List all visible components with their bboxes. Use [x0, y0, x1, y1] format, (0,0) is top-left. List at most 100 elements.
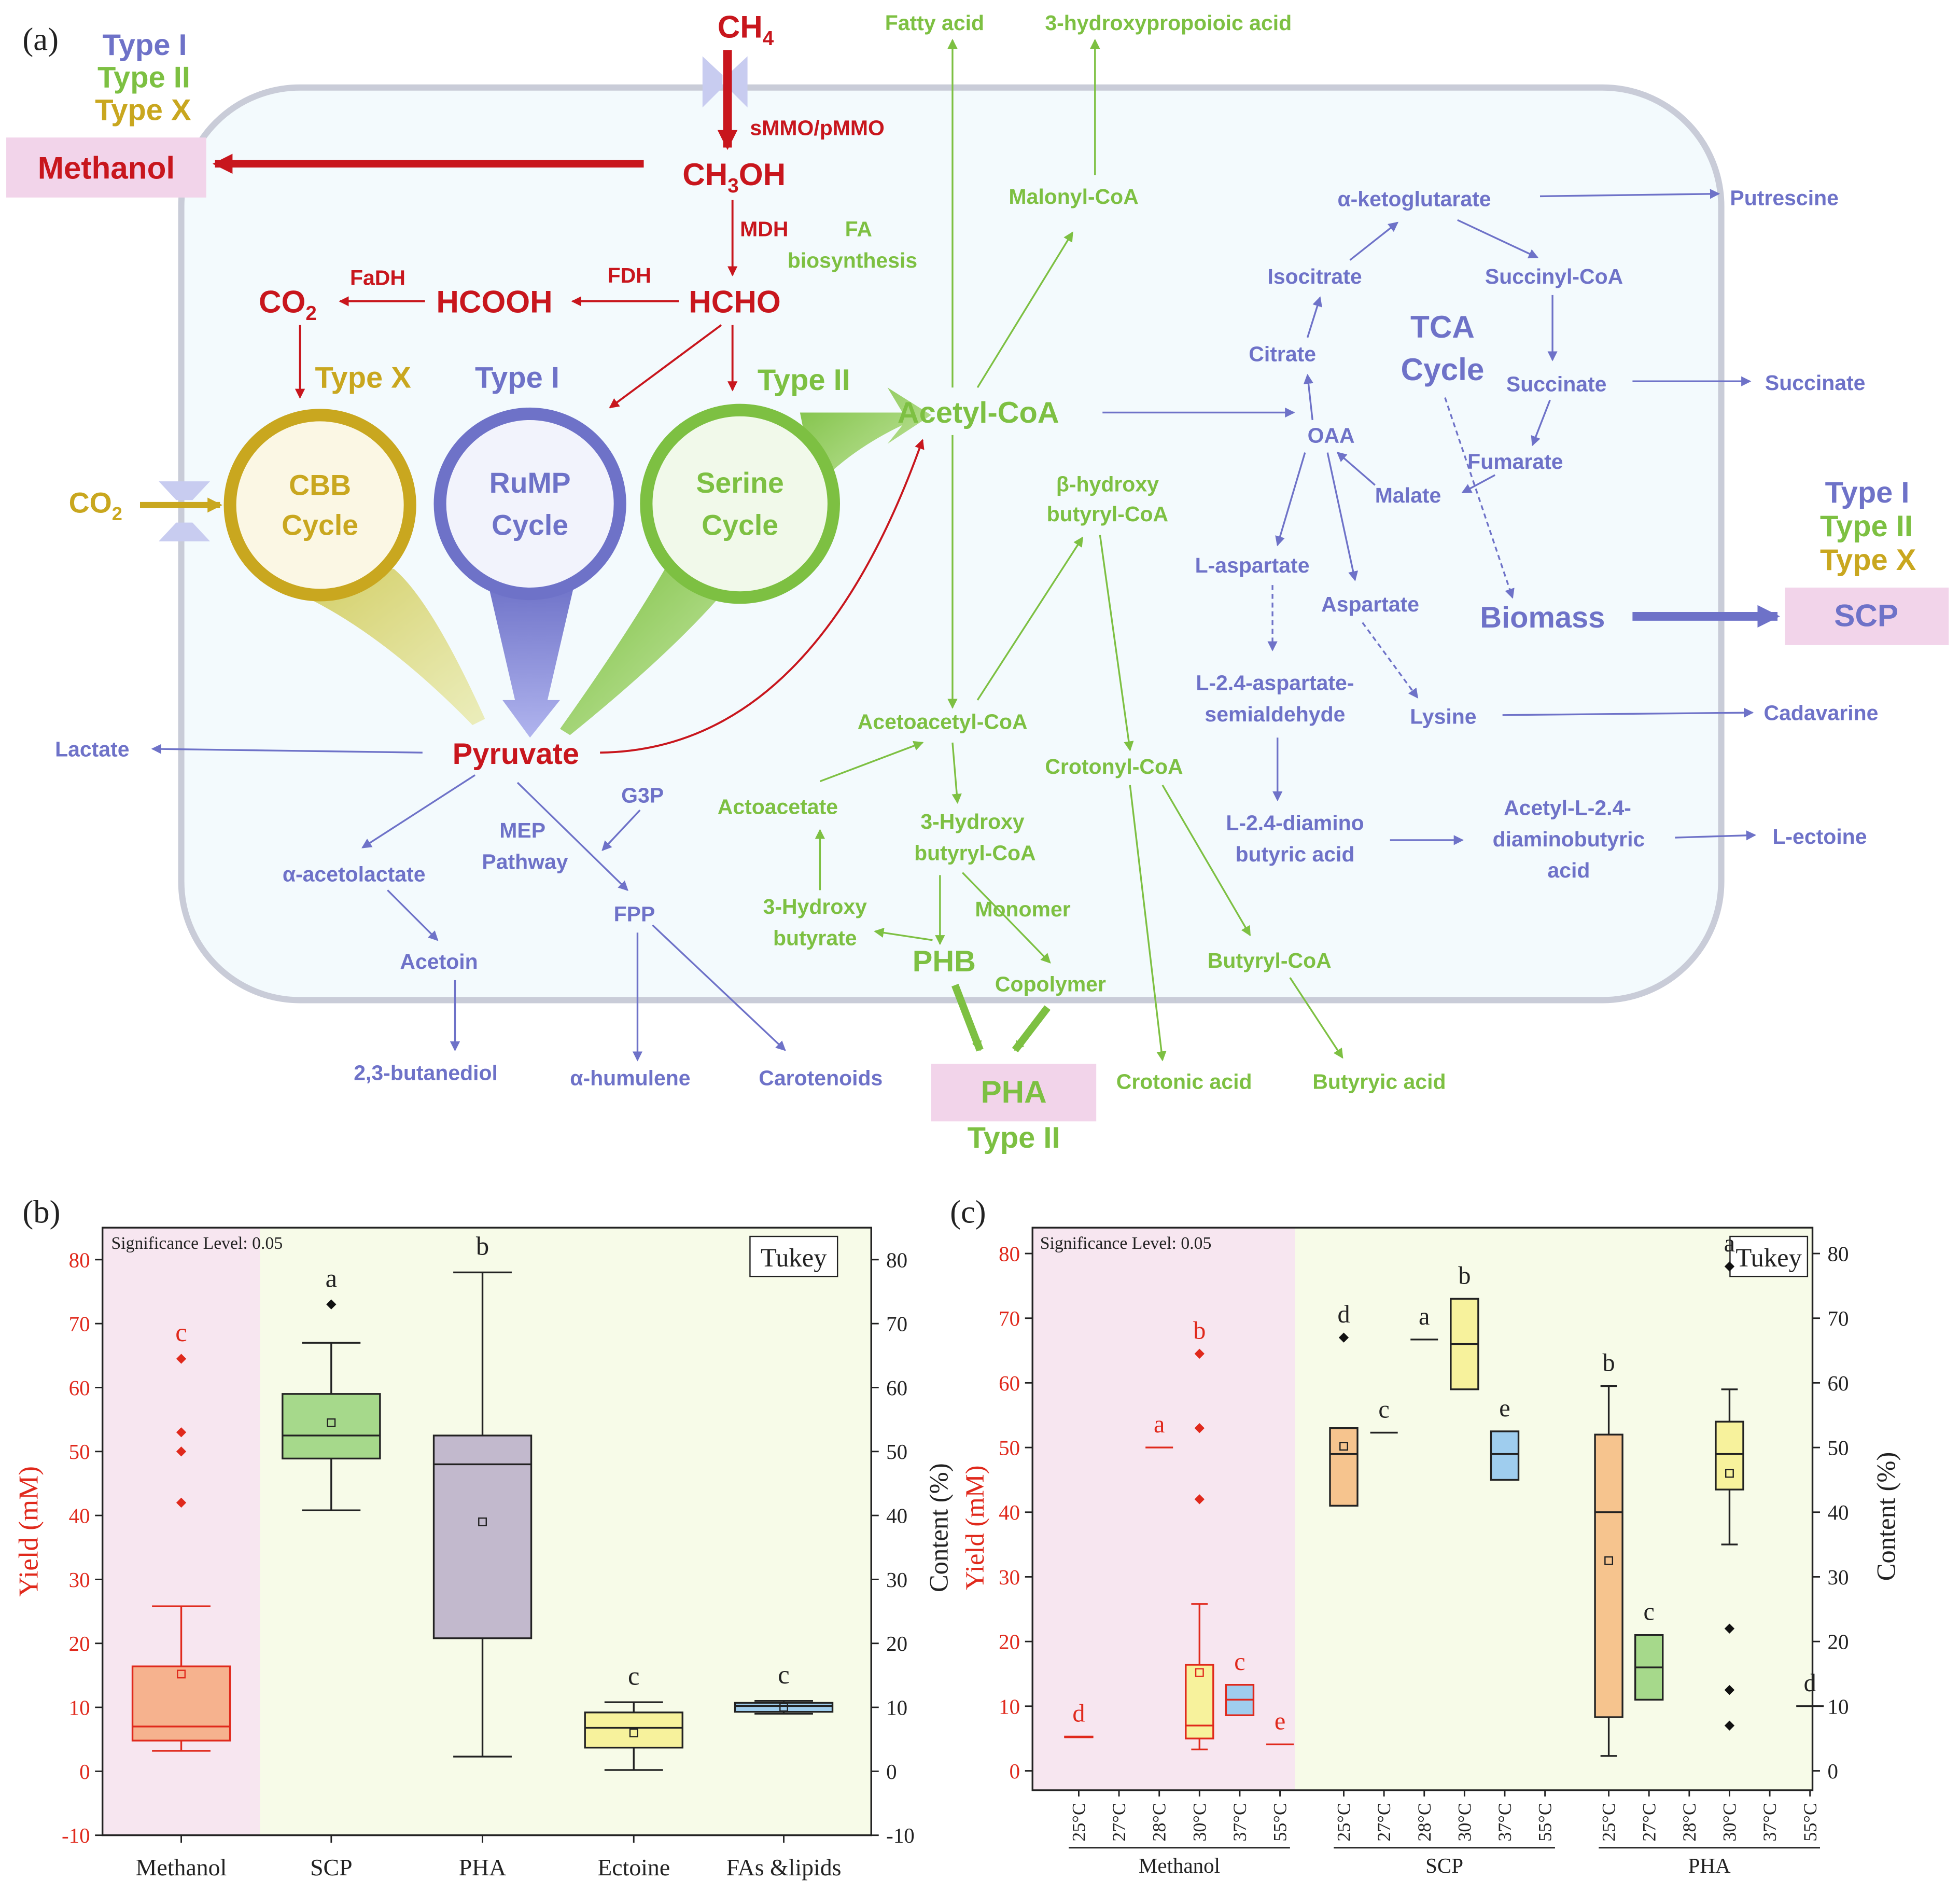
- carotenoids-label: Carotenoids: [759, 1066, 883, 1090]
- arrow-hcho-rump: [609, 324, 722, 409]
- arrow-copolymer-pha: [1012, 1005, 1051, 1053]
- chart-c-ytick-label-left-1: 10: [999, 1694, 1020, 1718]
- chart-c-ytick-label-left-3: 30: [999, 1565, 1020, 1589]
- hb-label-2: butyrate: [773, 926, 857, 950]
- panel-label-a: (a): [22, 21, 59, 57]
- biomass-label: Biomass: [1480, 601, 1605, 634]
- arrow-pyruvate-acetylcoa: [600, 439, 925, 754]
- chart-b-xlabel-2: PHA: [459, 1854, 507, 1881]
- co2-transporter: [159, 481, 210, 541]
- cadavarine-label: Cadavarine: [1764, 701, 1879, 725]
- actoacetate-label: Actoacetate: [718, 795, 838, 818]
- chart-c-ytick-label-left-2: 20: [999, 1630, 1020, 1654]
- arrow-bhb-crotonyl: [1099, 535, 1134, 751]
- chart-c-mean-5: [1339, 1442, 1348, 1451]
- fadh-label: FaDH: [350, 266, 405, 290]
- chart-b-ytick-label-right-3: 20: [886, 1632, 907, 1655]
- tca-label-2: Cycle: [1401, 352, 1485, 387]
- pathway-label: Pathway: [482, 849, 568, 873]
- chart-b-mean-0: [177, 1669, 186, 1679]
- chart-b-ytick-label-left-0: -10: [62, 1823, 90, 1847]
- dab-label-2: butyric acid: [1236, 842, 1355, 866]
- chart-c-ylabel-right: Content (%): [1872, 1452, 1901, 1581]
- chart-b-ytick-label-left-1: 0: [79, 1760, 90, 1784]
- chart-c-ytick-label-right-4: 40: [1827, 1500, 1849, 1524]
- succinate-label: Succinate: [1506, 372, 1607, 396]
- chart-b-xlabel-3: Ectoine: [597, 1854, 670, 1881]
- chart-c-box-12: [1715, 1420, 1744, 1491]
- chart-b-ytick-label-left-3: 20: [69, 1632, 90, 1655]
- g3p-label: G3P: [621, 784, 664, 807]
- chart-c-ytick-label-left-7: 70: [999, 1306, 1020, 1330]
- cbb-to-pyruvate-flow: [285, 568, 485, 726]
- arrow-oaa-citrate: [1303, 373, 1314, 421]
- biosynthesis-label: biosynthesis: [788, 248, 917, 272]
- chart-b-ytick-label-left-8: 70: [69, 1312, 90, 1336]
- chart-c-temp-label-2-1: 27°C: [1639, 1803, 1659, 1842]
- chart-c-temp-label-0-3: 30°C: [1189, 1803, 1210, 1842]
- succinyl-label: Succinyl-CoA: [1485, 264, 1623, 288]
- chart-c-ylabel-yield: Yield (mM): [960, 1466, 989, 1590]
- chart-b-outlier-0-1: [176, 1446, 187, 1457]
- chart-b-letter-3: c: [628, 1661, 639, 1690]
- chart-c-ytick-label-right-5: 50: [1827, 1436, 1849, 1460]
- chart-c-mean-12: [1725, 1469, 1734, 1478]
- chart-c-ytick-label-right-2: 20: [1827, 1630, 1849, 1654]
- chart-b-box-0: [131, 1665, 231, 1742]
- chart-b-mean-1: [327, 1418, 336, 1427]
- chart-b-letter-2: b: [476, 1232, 489, 1261]
- alpha-kg-label: α-ketoglutarate: [1337, 187, 1491, 211]
- panel-label-c: (c): [950, 1194, 986, 1230]
- arrow-isocitrate-akg: [1349, 221, 1399, 261]
- chart-b-ytick-label-right-1: 0: [886, 1760, 897, 1784]
- chart-b-ytick-label-left-2: 10: [69, 1696, 90, 1720]
- acetoin-label: Acetoin: [400, 950, 478, 973]
- citrate-label: Citrate: [1249, 342, 1316, 366]
- chart-c-letter-10: b: [1603, 1349, 1615, 1377]
- hcooh-label: HCOOH: [436, 284, 552, 319]
- asa-label-1: L-2.4-aspartate-: [1196, 671, 1354, 695]
- arrow-butyryl-butyric: [1289, 977, 1343, 1059]
- pha-type-label: Type II: [968, 1121, 1060, 1154]
- fattyacid-label: Fatty acid: [885, 11, 984, 35]
- chart-b-xlabel-1: SCP: [310, 1854, 353, 1881]
- chart-c-temp-label-2-4: 37°C: [1759, 1803, 1780, 1842]
- hb-label-1: 3-Hydroxy: [763, 895, 867, 918]
- fdh-label: FDH: [608, 263, 651, 287]
- asa-label-2: semialdehyde: [1205, 702, 1345, 726]
- chart-c-box-9: [1490, 1430, 1520, 1481]
- chart-b-mean-4: [779, 1703, 788, 1712]
- chart-c-temp-label-1-5: 55°C: [1535, 1803, 1556, 1842]
- crotonyl-label: Crotonyl-CoA: [1045, 755, 1183, 778]
- mdh-label: MDH: [740, 217, 788, 241]
- co2-input-label: CO2: [69, 486, 122, 524]
- chart-b-ytick-label-right-5: 40: [886, 1504, 907, 1528]
- arrow-phb-pha: [951, 983, 984, 1052]
- fpp-label: FPP: [614, 902, 655, 926]
- legend-right-type-ii: Type II: [1820, 510, 1913, 543]
- hpa-label: 3-hydroxypropoioic acid: [1045, 11, 1292, 35]
- serine-to-acetylcoa-flow: [800, 387, 931, 488]
- arrow-succinate-fumarate: [1531, 399, 1551, 447]
- chart-c-letter-9: e: [1499, 1395, 1510, 1422]
- chart-b-tukey-box: [749, 1235, 838, 1277]
- arrow-crotonyl-butyryl: [1161, 784, 1251, 937]
- arrow-acetolactate-acetoin: [387, 889, 439, 941]
- chart-c-ytick-label-left-0: 0: [1010, 1759, 1020, 1783]
- chart-b-ytick-label-right-0: -10: [886, 1823, 915, 1847]
- rump-to-pyruvate-flow: [487, 581, 575, 738]
- succinate-out-label: Succinate: [1765, 371, 1866, 395]
- cbb-cycle: [223, 409, 416, 602]
- legend-right-type-x: Type X: [1820, 544, 1916, 577]
- chart-c-bg-left: [1032, 1228, 1295, 1790]
- chart-c-outlier-2-0: [1194, 1494, 1205, 1505]
- serine-type-label: Type II: [758, 364, 850, 397]
- chart-b-xlabel-4: FAs &lipids: [726, 1854, 842, 1881]
- chart-b-box-3: [584, 1711, 683, 1749]
- ch4-transporter: [702, 56, 748, 108]
- chart-c-letter-13: d: [1804, 1669, 1816, 1697]
- chart-c-ytick-label-left-5: 50: [999, 1436, 1020, 1460]
- arrow-oaa-laspartate: [1275, 452, 1306, 547]
- scp-product-box: [1785, 587, 1949, 645]
